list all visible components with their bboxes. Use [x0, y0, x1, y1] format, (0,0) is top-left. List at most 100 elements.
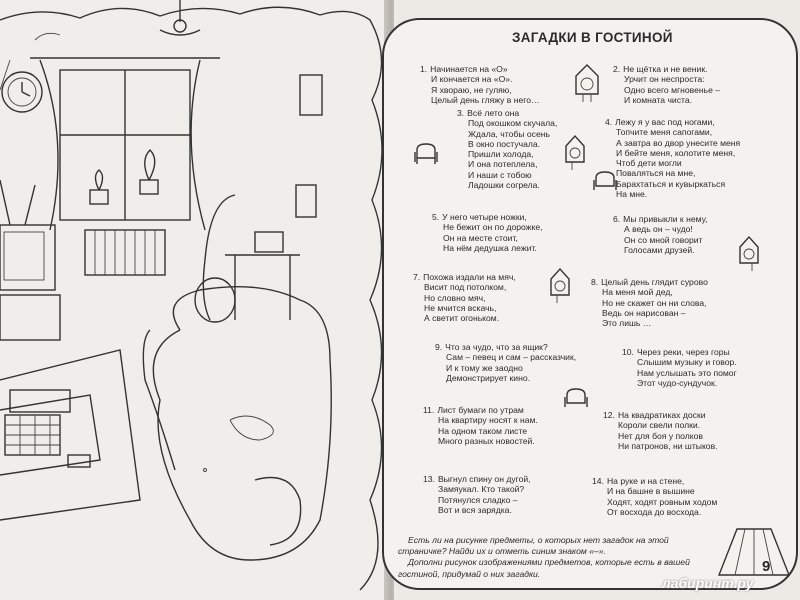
riddle-line: Барахтаться и кувыркаться — [616, 178, 726, 189]
riddle-line: Вот и вся зарядка. — [438, 504, 512, 515]
riddle-line: На меня мой дед, — [602, 287, 673, 298]
riddle-line: И наши с тобою — [468, 169, 532, 180]
riddle-line: Это лишь … — [602, 318, 652, 329]
cuckoo-clock-icon — [575, 64, 599, 102]
riddle-line: На одном таком листе — [438, 425, 528, 436]
armchair-icon — [564, 388, 588, 407]
riddle-line: А ведь он – чудо! — [624, 224, 693, 235]
cuckoo-clock-icon — [739, 235, 759, 271]
riddle-line: Пришли холода, — [468, 149, 534, 160]
coloring-page — [0, 0, 392, 600]
riddle-line: На руке и на стене, — [606, 476, 685, 486]
riddle-number: 3. — [457, 108, 465, 118]
riddle-line: Сам – певец и сам – рассказчик, — [446, 352, 577, 363]
riddle-line: Он на месте стоит, — [443, 232, 518, 243]
riddle-line: Потянулся сладко – — [438, 494, 518, 505]
riddle-4: 4.Лежу я у вас под ногами, Топчите меня … — [605, 117, 740, 199]
riddle-line: Ждала, чтобы осень — [468, 128, 550, 139]
riddle-line: Что за чудо, что за ящик? — [445, 342, 548, 352]
instruction-paragraph: Есть ли на рисунке предметы, о которых н… — [398, 535, 669, 557]
riddle-14: 14.На руке и на стене, И на башне в выши… — [592, 476, 717, 517]
riddle-line: На квадратиках доски — [617, 410, 706, 420]
riddle-line: Целый день глядит сурово — [601, 277, 708, 287]
flowerpots-drawing — [89, 149, 159, 205]
riddle-line: Ни патронов, ни штыков. — [618, 440, 718, 451]
riddle-line: Поваляться на мне, — [616, 168, 696, 179]
riddle-line: Слышим музыку и говор. — [637, 357, 737, 368]
riddle-line: И комната чиста. — [624, 94, 693, 105]
riddle-line: Много разных новостей. — [438, 435, 535, 446]
riddles-bubble-frame — [382, 18, 798, 590]
riddle-number: 11. — [423, 405, 435, 415]
phone-table-drawing — [225, 184, 317, 320]
riddle-line: Ходят, ходят ровным ходом — [607, 496, 718, 507]
riddle-8: 8.Целый день глядит сурово На меня мой д… — [591, 277, 708, 328]
riddle-line: И она потеплела, — [468, 159, 538, 170]
riddle-line: Мы привыкли к нему, — [623, 214, 708, 224]
riddle-line: На мне. — [616, 189, 648, 200]
riddle-11: 11.Лист бумаги по утрам На квартиру нося… — [423, 405, 538, 446]
riddle-line: А светит огоньком. — [424, 313, 500, 324]
page-number: 9 — [762, 558, 771, 575]
riddle-3: 3.Всё лето она Под окошком скучала, Ждал… — [457, 108, 557, 190]
riddle-line: Ведь он нарисован – — [602, 307, 686, 318]
riddle-line: Топчите меня сапогами, — [616, 127, 713, 138]
riddle-line: Не мчится вскачь, — [424, 302, 497, 313]
riddle-number: 5. — [432, 212, 440, 222]
riddle-line: Ладошки согрела. — [468, 180, 540, 191]
riddle-number: 12. — [603, 410, 615, 420]
instructions: Есть ли на рисунке предметы, о которых н… — [398, 535, 716, 580]
riddle-line: Нет для боя у полков — [618, 430, 703, 441]
riddle-line: И на башне в вышине — [607, 486, 695, 497]
riddle-line: Лист бумаги по утрам — [437, 405, 524, 415]
wall-clock-drawing — [1, 71, 43, 113]
riddle-line: И к тому же заодно — [446, 362, 523, 373]
riddle-line: Голосами друзей. — [624, 244, 695, 255]
riddle-line: Под окошком скучала, — [468, 118, 558, 129]
riddle-2: 2.Не щётка и не веник. Урчит он неспрост… — [613, 64, 720, 105]
chandelier-drawing — [159, 0, 201, 36]
riddle-line: На нём дедушка лежит. — [443, 242, 537, 253]
riddle-line: И кончается на «О». — [431, 74, 513, 85]
riddle-line: В окно постучала. — [468, 138, 541, 149]
riddle-number: 2. — [613, 64, 621, 74]
riddle-number: 13. — [423, 474, 435, 484]
riddle-13: 13.Выгнул спину он дугой, Замяукал. Кто … — [423, 474, 531, 515]
riddle-line: Целый день гляжу в него… — [431, 94, 540, 105]
portrait-drawing — [299, 74, 323, 116]
riddle-line: Он со мной говорит — [624, 234, 703, 245]
riddle-number: 14. — [592, 476, 604, 486]
riddle-line: Всё лето она — [467, 108, 520, 118]
riddle-line: А завтра во двор унесите меня — [616, 137, 741, 148]
riddle-line: Выгнул спину он дугой, — [437, 474, 531, 484]
cuckoo-clock-icon — [565, 134, 585, 170]
riddle-number: 4. — [605, 117, 613, 127]
riddle-line: Урчит он неспроста: — [624, 74, 705, 85]
riddle-line: Не бежит он по дорожке, — [443, 222, 543, 233]
riddle-number: 6. — [613, 214, 621, 224]
living-room-illustration — [0, 0, 383, 591]
riddle-10: 10.Через реки, через горы Слышим музыку … — [622, 347, 737, 388]
riddle-line: Похожа издали на мяч, — [423, 272, 516, 282]
riddle-line: Через реки, через горы — [636, 347, 730, 357]
watermark: лабиринт.ру — [662, 575, 754, 591]
riddle-number: 1. — [420, 64, 428, 74]
instruction-paragraph: Дополни рисунок изображениями предметов,… — [398, 557, 690, 579]
riddle-9: 9.Что за чудо, что за ящик? Сам – певец … — [435, 342, 576, 383]
riddle-line: Но словно мяч, — [424, 292, 486, 303]
riddle-line: На квартиру носят к нам. — [438, 415, 538, 426]
tv-drawing — [0, 179, 61, 341]
riddle-1: 1.Начинается на «О» И кончается на «О». … — [420, 64, 540, 105]
riddle-6: 6.Мы привыкли к нему, А ведь он – чудо! … — [613, 214, 707, 255]
riddle-line: Я хвораю, не гуляю, — [431, 84, 512, 95]
riddle-number: 9. — [435, 342, 443, 352]
riddle-number: 7. — [413, 272, 421, 282]
cuckoo-clock-icon — [550, 267, 570, 303]
riddle-number: 10. — [622, 347, 634, 357]
riddle-line: Лежу я у вас под ногами, — [615, 117, 715, 127]
chess-table-drawing — [0, 349, 141, 521]
riddle-line: Одно всего мгновенье – — [624, 84, 721, 95]
riddle-5: 5.У него четыре ножки, Не бежит он по до… — [432, 212, 543, 253]
riddle-number: 8. — [591, 277, 599, 287]
riddle-7: 7.Похожа издали на мяч, Висит под потолк… — [413, 272, 516, 323]
